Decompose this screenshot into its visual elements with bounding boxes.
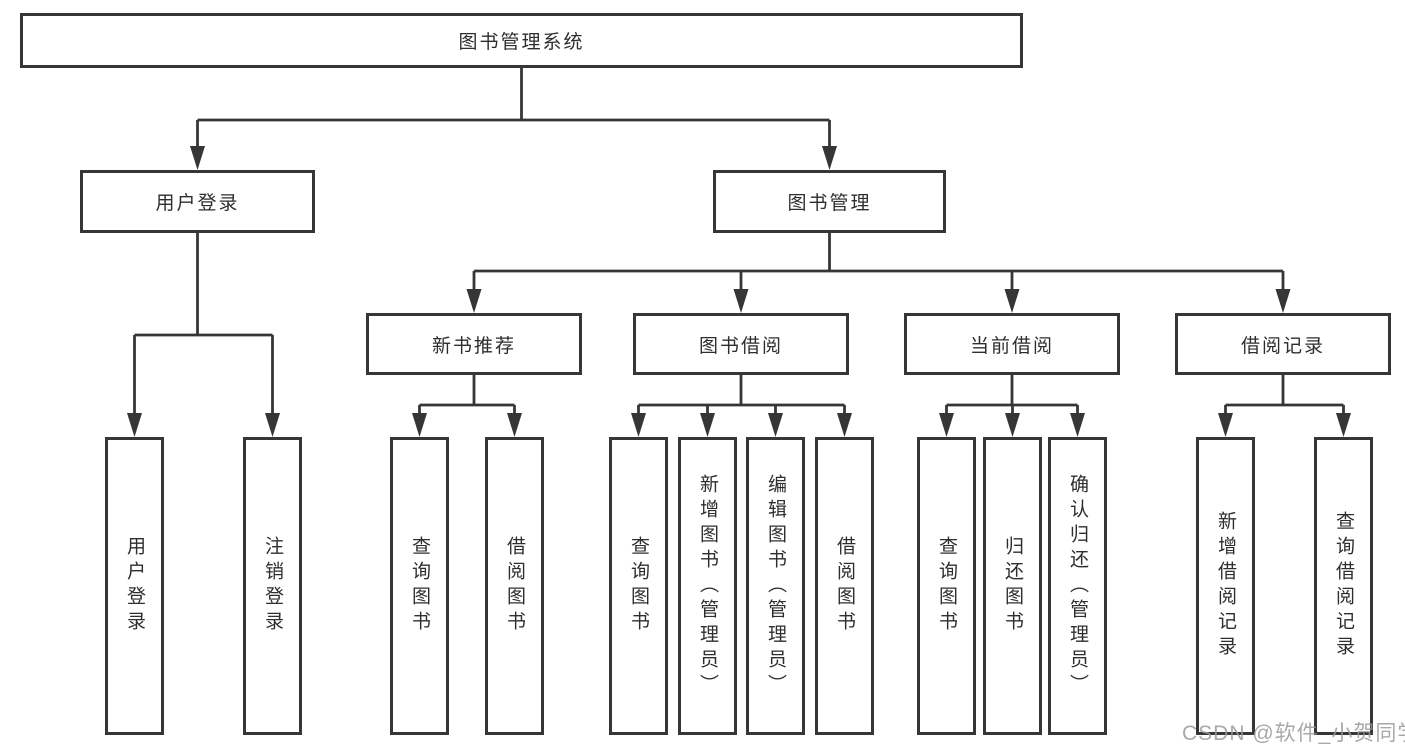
- node-borrowing-records: 借阅记录: [1175, 313, 1391, 375]
- leaf-label: 归还图书: [1002, 536, 1023, 636]
- node-label: 新书推荐: [431, 335, 516, 357]
- leaf-confirm-return-admin: 确认归还（管理员）: [1048, 437, 1107, 735]
- leaf-label: 编辑图书（管理员）: [765, 473, 786, 699]
- node-user-login: 用户登录: [80, 170, 315, 233]
- node-library-management-system: 图书管理系统: [20, 13, 1023, 68]
- node-label: 图书管理系统: [458, 32, 585, 53]
- leaf-query-books-borrowing: 查询图书: [609, 437, 668, 735]
- leaf-query-books-recommend: 查询图书: [390, 437, 449, 735]
- leaf-label: 用户登录: [124, 536, 145, 636]
- leaf-label: 查询图书: [409, 536, 430, 636]
- node-label: 当前借阅: [969, 335, 1054, 357]
- leaf-label: 借阅图书: [834, 536, 855, 636]
- node-label: 用户登录: [155, 193, 240, 214]
- leaf-return-books: 归还图书: [983, 437, 1042, 735]
- leaf-label: 查询图书: [628, 536, 649, 636]
- node-current-borrowing: 当前借阅: [904, 313, 1120, 375]
- arrowhead-icons: [127, 146, 1351, 437]
- leaf-label: 查询图书: [936, 536, 957, 636]
- leaf-user-login: 用户登录: [105, 437, 164, 735]
- node-label: 借阅记录: [1240, 335, 1325, 357]
- leaf-add-borrow-record: 新增借阅记录: [1196, 437, 1255, 735]
- leaf-edit-book-admin: 编辑图书（管理员）: [746, 437, 805, 735]
- leaf-label: 注销登录: [262, 536, 283, 636]
- leaf-label: 查询借阅记录: [1333, 511, 1354, 661]
- leaf-query-borrow-record: 查询借阅记录: [1314, 437, 1373, 735]
- node-label: 图书管理: [787, 193, 872, 214]
- leaf-borrow-books-borrowing: 借阅图书: [815, 437, 874, 735]
- node-book-borrowing: 图书借阅: [633, 313, 849, 375]
- node-book-management: 图书管理: [713, 170, 946, 233]
- leaf-label: 新增图书（管理员）: [697, 473, 718, 699]
- leaf-label: 新增借阅记录: [1215, 511, 1236, 661]
- watermark: CSDN @软件_小贺同学: [1182, 722, 1405, 745]
- leaf-borrow-books-recommend: 借阅图书: [485, 437, 544, 735]
- connector-path: [133, 68, 1345, 415]
- leaf-label: 确认归还（管理员）: [1067, 473, 1088, 699]
- node-label: 图书借阅: [698, 335, 783, 357]
- node-new-book-recommendation: 新书推荐: [366, 313, 582, 375]
- leaf-label: 借阅图书: [504, 536, 525, 636]
- leaf-query-books-current: 查询图书: [917, 437, 976, 735]
- leaf-add-book-admin: 新增图书（管理员）: [678, 437, 737, 735]
- leaf-logout: 注销登录: [243, 437, 302, 735]
